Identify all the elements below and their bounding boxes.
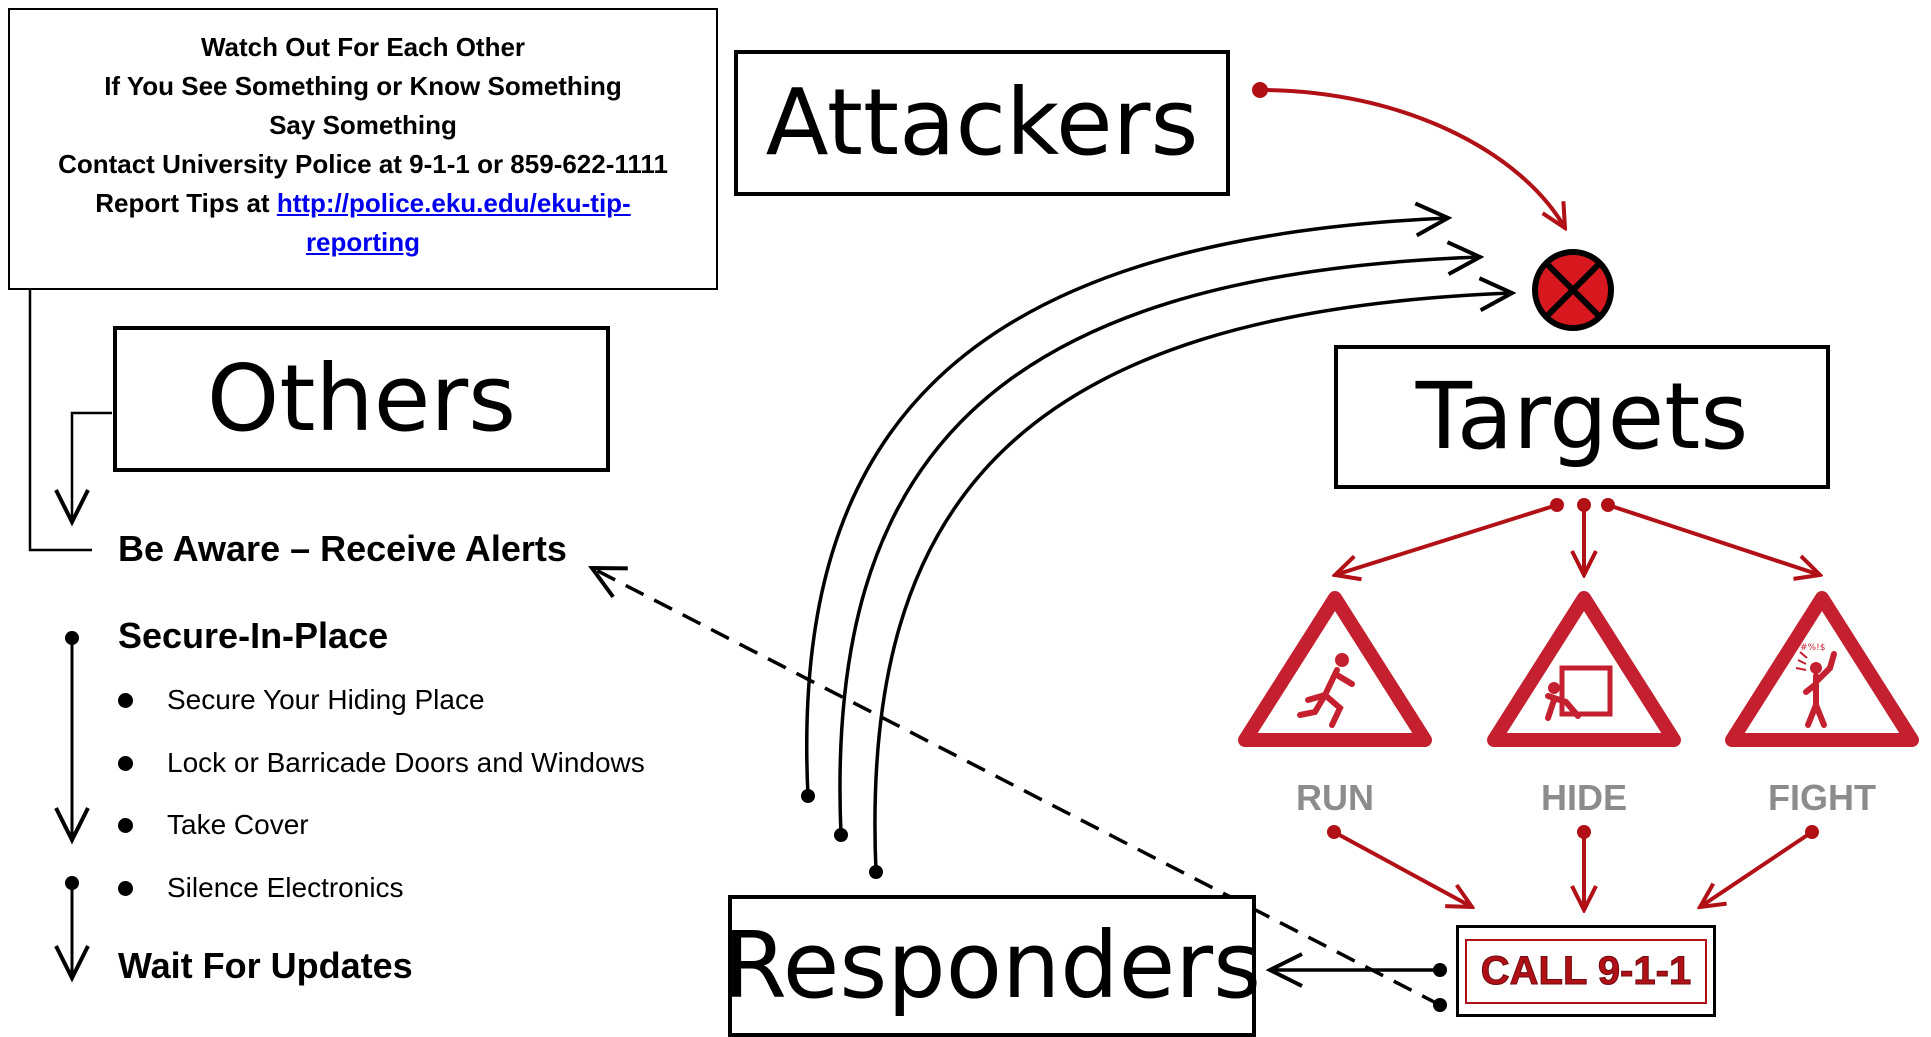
report-tips-label: Report Tips at [95,188,277,218]
bullet-dot [118,880,133,896]
to-run-arrow [1335,503,1558,575]
hide-label: HIDE [1540,777,1627,818]
info-line: If You See Something or Know Something [104,71,622,101]
call-911-badge: CALL 9-1-1 [1464,938,1708,1004]
wait-heading: Wait For Updates [118,945,413,986]
svg-text:#%!$: #%!$ [1800,643,1825,653]
others-to-aware-arrow [72,411,112,522]
bullet-dot [118,692,133,708]
responder-arc-3 [873,293,1512,873]
attackers-label: Attackers [765,69,1199,176]
targets-box: Targets [1334,345,1830,489]
fight-label: FIGHT [1768,777,1876,818]
run-label: RUN [1296,777,1374,818]
others-label: Others [206,345,517,452]
feedback-arrow [30,255,92,552]
responders-box: Responders [723,895,1261,1037]
call-911-box: CALL 9-1-1 [1456,925,1716,1017]
bullet-dot [118,817,133,833]
run-to-call-arrow [1333,830,1472,907]
list-item: Secure Your Hiding Place [118,684,485,716]
responder-arc-2 [838,257,1480,836]
responder-arc-1 [805,218,1448,797]
attackers-to-target-arrow [1259,88,1565,228]
list-item-label: Lock or Barricade Doors and Windows [167,747,645,778]
tip-reporting-link-cont[interactable]: reporting [305,227,421,257]
list-item: Lock or Barricade Doors and Windows [118,747,645,779]
info-line: reporting [10,223,716,262]
fight-icon: #%!$ [1725,591,1919,747]
call-911-label: CALL 9-1-1 [1480,948,1692,993]
bullet-dot [118,755,133,771]
run-icon [1238,591,1432,747]
list-item-label: Silence Electronics [167,872,404,903]
to-fight-arrow [1607,503,1820,575]
info-line: Report Tips at http://police.eku.edu/eku… [10,184,716,223]
others-box: Others [113,326,610,472]
list-item: Take Cover [118,809,309,841]
info-line: Say Something [269,110,457,140]
attackers-box: Attackers [734,50,1230,196]
list-item: Silence Electronics [118,872,404,904]
info-line: Contact University Police at 9-1-1 or 85… [58,149,668,179]
hide-icon [1487,591,1681,747]
list-item-label: Secure Your Hiding Place [167,684,485,715]
be-aware-heading: Be Aware – Receive Alerts [118,528,567,569]
targets-label: Targets [1415,363,1749,470]
fight-to-call-arrow [1700,830,1814,907]
tip-reporting-link[interactable]: http://police.eku.edu/eku-tip- [276,188,631,218]
info-line: Watch Out For Each Other [200,32,526,62]
info-box: Watch Out For Each Other If You See Some… [8,8,718,290]
list-item-label: Take Cover [167,809,309,840]
secure-in-place-heading: Secure-In-Place [118,615,389,656]
responders-label: Responders [722,912,1262,1019]
